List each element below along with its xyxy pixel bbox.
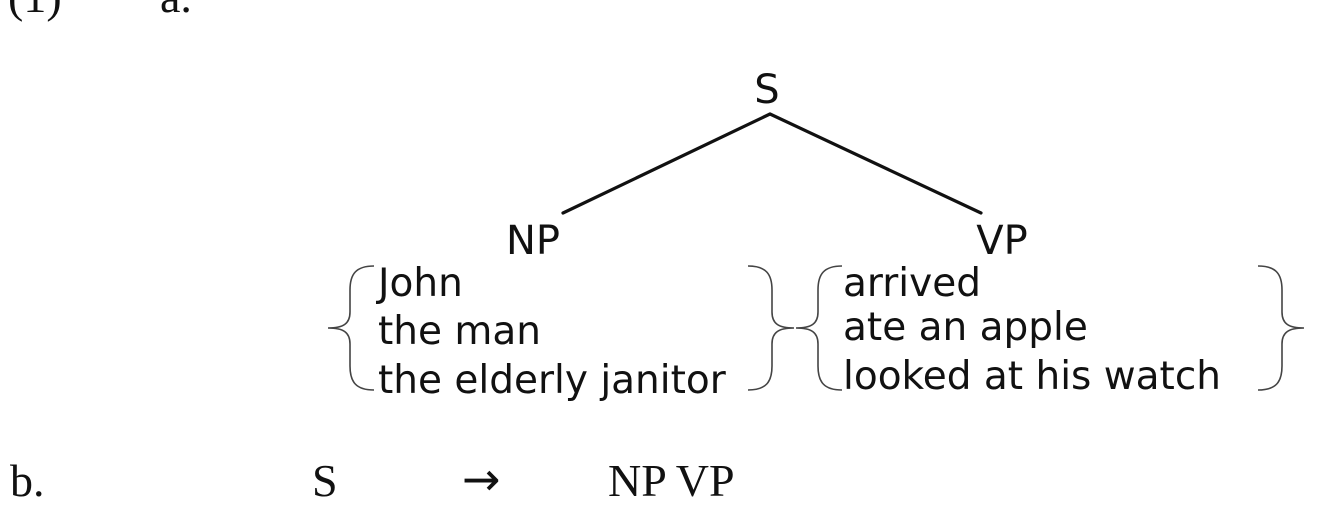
rule-left-hand-side: S (312, 455, 338, 506)
rule-arrow-icon: → (462, 452, 501, 506)
vp-option-1: arrived (843, 261, 981, 306)
np-option-1: John (375, 261, 463, 306)
np-option-3: the elderly janitor (378, 358, 727, 403)
vp-left-brace (795, 265, 843, 391)
sub-example-a-label: a. (160, 0, 192, 20)
branch-s-np (561, 112, 772, 215)
vp-option-2: ate an apple (843, 305, 1088, 350)
sub-example-b-label: b. (10, 455, 45, 506)
tree-node-np: NP (506, 218, 560, 264)
tree-node-vp: VP (976, 218, 1027, 264)
rule-right-hand-side: NP VP (608, 455, 735, 506)
vp-right-brace (1257, 265, 1305, 391)
np-right-brace (747, 265, 795, 391)
np-option-2: the man (378, 309, 541, 354)
vp-option-3: looked at his watch (843, 354, 1221, 399)
example-number: (1) (8, 0, 62, 20)
tree-root-node: S (754, 67, 779, 113)
branch-s-vp (768, 112, 983, 215)
np-left-brace (327, 265, 375, 391)
